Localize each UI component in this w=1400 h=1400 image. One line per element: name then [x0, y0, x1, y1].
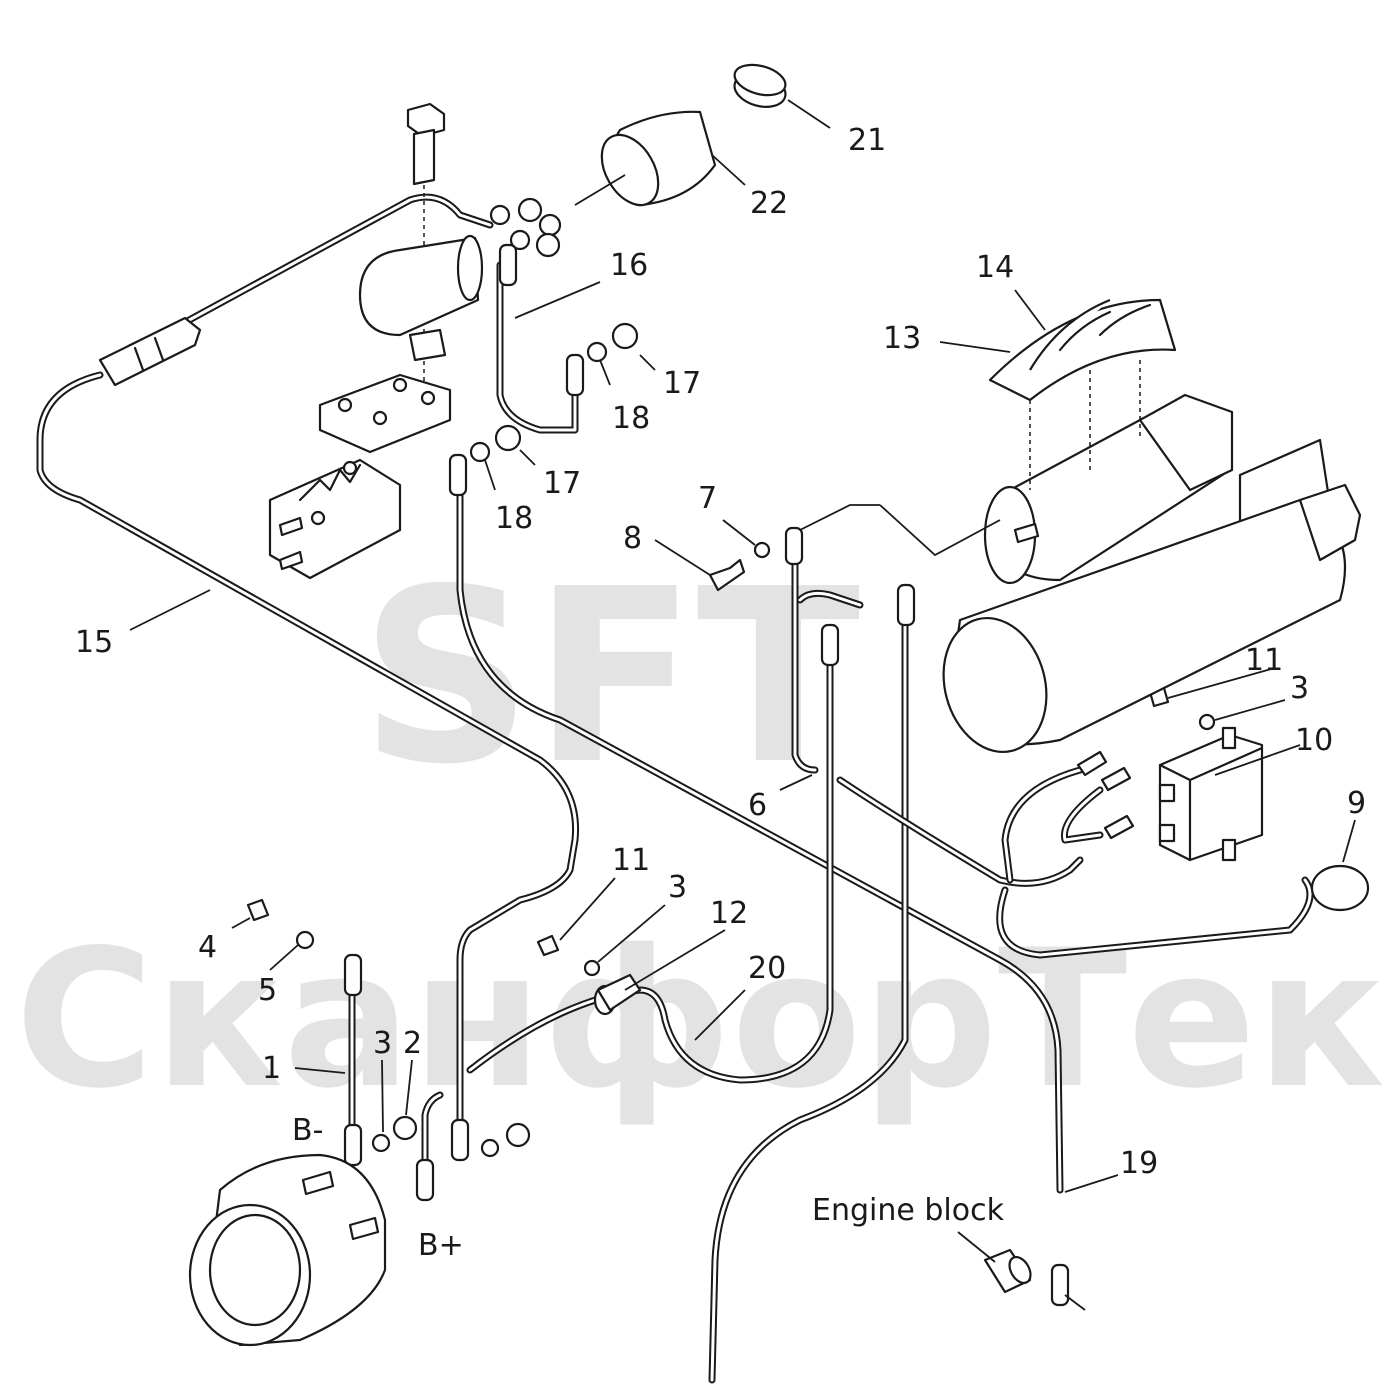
callout-2: 2: [403, 1026, 422, 1061]
watermark-brand: SFT: [360, 537, 861, 817]
callout-19: 19: [1120, 1146, 1158, 1181]
cable-harness: [36, 193, 1314, 1384]
callout-15: 15: [75, 625, 113, 660]
heat-shield: [988, 298, 1177, 490]
grommet: [593, 973, 642, 1016]
label-engine-block: Engine block: [812, 1193, 1005, 1228]
callout-20: 20: [748, 951, 786, 986]
callout-17-top: 17: [663, 366, 701, 401]
callout-3-bottom: 3: [373, 1026, 392, 1061]
callout-22: 22: [750, 186, 788, 221]
harness-connector: [98, 316, 202, 387]
alternator: [188, 1153, 387, 1347]
callout-18-top: 18: [612, 401, 650, 436]
callout-6: 6: [748, 788, 767, 823]
callout-11-middle: 11: [612, 843, 650, 878]
callout-9: 9: [1347, 786, 1366, 821]
callout-10: 10: [1295, 723, 1333, 758]
callout-21: 21: [848, 123, 886, 158]
callout-5: 5: [258, 973, 277, 1008]
leader-lines: [129, 99, 1356, 1311]
callouts: 1 2 3 3 3 4 5 6 7 8 9 10 11 11 12 13 14 …: [75, 123, 1366, 1181]
label-b-minus: B-: [292, 1113, 323, 1148]
sleeve-and-clamp: [600, 63, 787, 207]
cable-lugs: [343, 243, 1070, 1307]
callout-11-right: 11: [1245, 643, 1283, 678]
callout-3-right: 3: [1290, 671, 1309, 706]
callout-7: 7: [698, 481, 717, 516]
relay-assembly: [268, 102, 484, 580]
label-b-plus: B+: [418, 1228, 464, 1263]
callout-12: 12: [710, 896, 748, 931]
callout-14: 14: [976, 250, 1014, 285]
callout-13: 13: [883, 321, 921, 356]
callout-16: 16: [610, 248, 648, 283]
relay-box: [1076, 726, 1370, 912]
callout-8: 8: [623, 521, 642, 556]
labels: B- B+ Engine block: [292, 1113, 1005, 1263]
callout-17-lower: 17: [543, 466, 581, 501]
callout-4: 4: [198, 930, 217, 965]
engine-block-stud: [983, 1248, 1032, 1294]
callout-18-lower: 18: [495, 501, 533, 536]
callout-3-middle: 3: [668, 870, 687, 905]
starter-motor: [799, 393, 1362, 754]
callout-1: 1: [262, 1051, 281, 1086]
